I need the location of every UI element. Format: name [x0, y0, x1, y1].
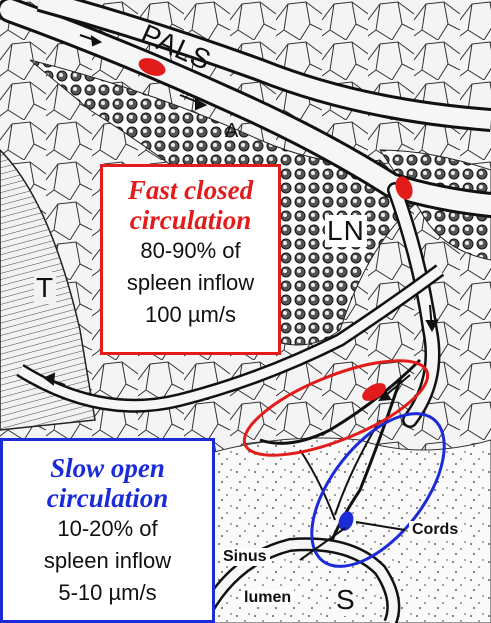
fast-box-title-line1: Fast closed — [103, 175, 278, 205]
fast-box-fraction: 80-90% of — [103, 235, 278, 267]
slow-box-inflow: spleen inflow — [3, 545, 212, 577]
slow-box-fraction: 10-20% of — [3, 513, 212, 545]
artery-label: A — [225, 120, 238, 143]
fast-closed-circulation-box: Fast closed circulation 80-90% of spleen… — [100, 164, 281, 355]
sinus-marker-label: S — [336, 584, 356, 616]
slow-open-circulation-box: Slow open circulation 10-20% of spleen i… — [0, 438, 215, 623]
slow-box-title-line1: Slow open — [3, 453, 212, 483]
fast-box-inflow: spleen inflow — [103, 267, 278, 299]
trabecula-label: T — [34, 272, 56, 304]
slow-box-title-line2: circulation — [3, 483, 212, 513]
fast-box-title-line2: circulation — [103, 205, 278, 235]
slow-box-velocity: 5-10 µm/s — [3, 577, 212, 609]
fast-box-velocity: 100 µm/s — [103, 299, 278, 331]
lymph-node-label: LN — [325, 215, 367, 247]
cords-label: Cords — [409, 521, 461, 539]
sinus-label: Sinus — [220, 548, 270, 566]
lumen-label: lumen — [241, 589, 294, 607]
